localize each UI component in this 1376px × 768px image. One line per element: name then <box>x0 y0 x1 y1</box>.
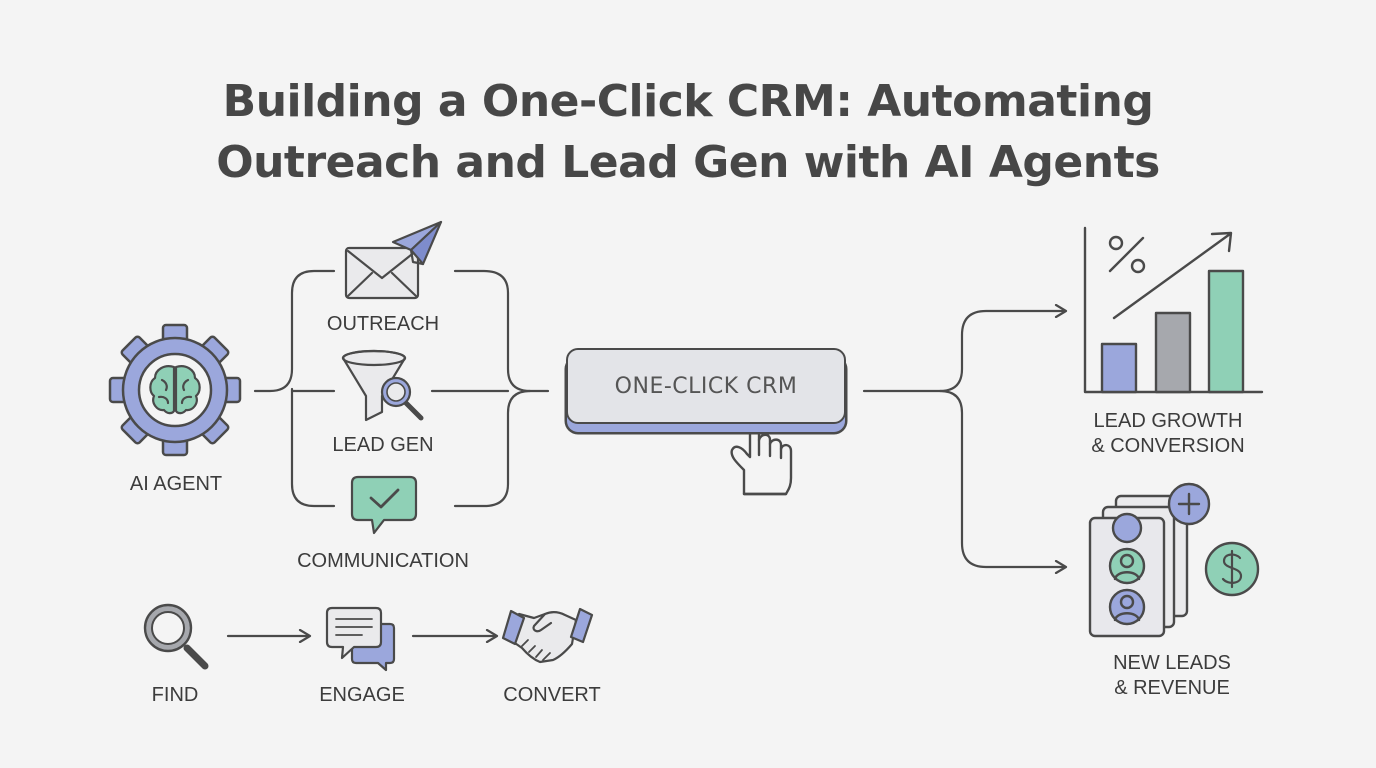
handshake-icon <box>501 607 594 664</box>
title-line-2: Outreach and Lead Gen with AI Agents <box>216 137 1160 188</box>
communication-label: COMMUNICATION <box>297 550 469 572</box>
brain-icon <box>149 365 201 415</box>
engage-label: ENGAGE <box>319 684 405 706</box>
envelope-paper-plane-icon <box>344 220 443 300</box>
envelope-icon <box>344 246 420 300</box>
lead-growth-label: LEAD GROWTH & CONVERSION <box>1091 409 1244 459</box>
magnifier-icon <box>143 603 209 670</box>
new-leads-line-1: NEW LEADS <box>1113 652 1231 674</box>
output-connector <box>862 311 1065 393</box>
one-click-crm-label: ONE-CLICK CRM <box>614 373 798 399</box>
percent-icon <box>1108 235 1146 274</box>
one-click-crm-button[interactable]: ONE-CLICK CRM <box>566 348 846 424</box>
growth-bar-1 <box>1100 342 1138 394</box>
contact-cards-dollar-icon <box>1088 482 1260 638</box>
gear-brain-icon <box>108 323 242 457</box>
connector-lines <box>226 269 1065 636</box>
left-brace <box>253 269 336 393</box>
new-leads-label: NEW LEADS & REVENUE <box>1113 651 1231 701</box>
handshake-right-cuff <box>569 607 594 644</box>
contact-avatar-1 <box>1111 512 1143 544</box>
lead-growth-line-2: & CONVERSION <box>1091 435 1245 457</box>
chat-check-icon <box>350 475 418 535</box>
chat-bubbles-icon <box>325 606 396 672</box>
new-leads-line-2: & REVENUE <box>1114 677 1230 699</box>
find-label: FIND <box>151 684 199 706</box>
plus-badge-icon <box>1167 482 1211 526</box>
chart-axes <box>1083 226 1264 394</box>
growth-bar-3 <box>1207 269 1245 394</box>
contact-avatar-2 <box>1108 547 1146 585</box>
lead-gen-label: LEAD GEN <box>332 434 434 456</box>
contact-avatar-3 <box>1108 588 1146 626</box>
ai-agent-label: AI AGENT <box>129 473 223 495</box>
lead-growth-line-1: LEAD GROWTH <box>1093 410 1243 432</box>
handshake-left-cuff <box>501 609 526 646</box>
bar-chart-percent-icon <box>1083 226 1264 394</box>
right-brace <box>453 269 550 393</box>
growth-bar-2 <box>1154 311 1192 394</box>
title-line-1: Building a One-Click CRM: Automating <box>222 76 1154 127</box>
convert-label: CONVERT <box>503 684 601 706</box>
hand-pointer-icon <box>730 406 793 496</box>
funnel-magnifier-icon <box>341 349 424 422</box>
dollar-icon <box>1204 541 1260 597</box>
growth-trend-arrow <box>1112 232 1232 320</box>
outreach-label: OUTREACH <box>326 313 440 335</box>
